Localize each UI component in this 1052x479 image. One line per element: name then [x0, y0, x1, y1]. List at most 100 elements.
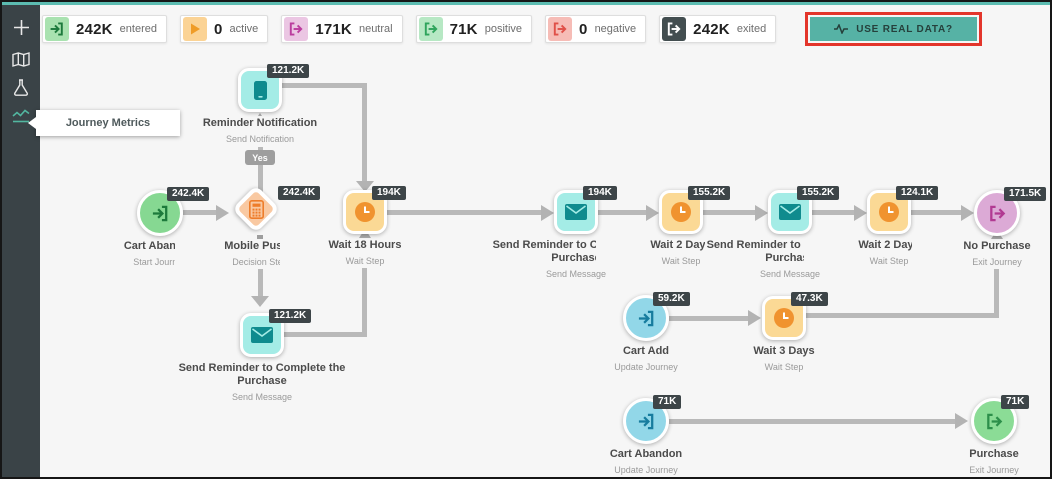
node-subtitle: Wait Step: [764, 362, 804, 373]
use-real-data-button[interactable]: USE REAL DATA?: [810, 17, 977, 41]
node-count-badge: 194K: [372, 186, 406, 200]
connector-segment: [387, 210, 541, 215]
sidebar: [2, 2, 40, 477]
connector-segment: [806, 313, 999, 318]
node-subtitle: Update Journey: [614, 465, 678, 476]
stat-value: 0: [213, 20, 223, 38]
connector-segment: [911, 210, 961, 215]
stat-chip-neutral: 171K neutral: [281, 15, 403, 43]
stat-label: entered: [119, 23, 157, 35]
journey-stats-bar: 242K entered 0 active 171K neutral 71K p…: [42, 12, 982, 46]
connector-segment: [598, 210, 646, 215]
envelope-icon: [779, 204, 801, 220]
exit-icon: [988, 204, 1007, 223]
node-labels: Wait 3 Days Wait Step: [699, 344, 869, 375]
stat-value: 171K: [315, 20, 352, 38]
calculator-icon: [243, 196, 269, 222]
node-subtitle: Exit Journey: [972, 257, 1022, 268]
use-real-data-label: USE REAL DATA?: [856, 23, 953, 35]
node-title: Mobile Push?: [224, 240, 296, 252]
stat-chip-entered: 242K entered: [42, 15, 167, 43]
wait-node[interactable]: [867, 190, 911, 234]
pulse-icon: [834, 24, 849, 34]
sidebar-item-test[interactable]: [2, 74, 40, 100]
connector-arrow: [955, 413, 968, 429]
neutral-exit-icon: [284, 17, 309, 41]
decision-node[interactable]: [231, 184, 281, 234]
node-count-badge: 121.2K: [269, 309, 312, 323]
node-count-badge: 242.4K: [167, 187, 210, 201]
node-subtitle: Send Message: [759, 269, 821, 280]
node-title: Send Reminder to Complete the Purchase: [178, 362, 346, 388]
connector-segment: [282, 83, 367, 88]
wait-node[interactable]: [762, 296, 806, 340]
node-subtitle: Exit Journey: [969, 465, 1019, 476]
clock-icon: [878, 201, 900, 223]
connector-arrow: [646, 205, 659, 221]
add-button[interactable]: [2, 14, 40, 40]
node-subtitle: Decision Step: [232, 257, 288, 268]
yes-path-badge: Yes: [245, 150, 275, 165]
connector-arrow: [356, 181, 374, 192]
flask-icon: [13, 78, 29, 96]
node-title: Wait 2 Days: [650, 239, 712, 251]
connector-stub: [257, 235, 263, 241]
node-labels: Wait 18 Hours Wait Step: [280, 238, 450, 269]
node-count-badge: 71K: [653, 395, 682, 409]
stat-label: negative: [594, 23, 637, 35]
clock-icon: [773, 307, 795, 329]
connector-segment: [812, 210, 854, 215]
map-icon: [12, 51, 30, 67]
journey-metrics-chart-icon: [12, 108, 30, 123]
connector-arrow: [748, 310, 761, 326]
node-subtitle: Wait Step: [661, 256, 701, 267]
connector-segment: [669, 316, 748, 321]
clock-icon: [670, 201, 692, 223]
connector-arrow: [251, 296, 269, 307]
update-journey-node[interactable]: [623, 398, 669, 444]
node-count-badge: 121.2K: [267, 64, 310, 78]
active-icon: [182, 17, 207, 41]
node-count-badge: 155.2K: [797, 186, 840, 200]
stat-value: 0: [579, 20, 588, 38]
sidebar-item-journey-metrics[interactable]: [2, 102, 40, 128]
exited-icon: [662, 17, 687, 41]
top-accent-line: [2, 2, 1050, 5]
stat-chip-exited: 242K exited: [659, 15, 777, 43]
stat-label: positive: [484, 23, 523, 35]
connector-arrow: [854, 205, 867, 221]
node-count-badge: 242.4K: [278, 186, 321, 200]
tooltip-pointer: [28, 117, 36, 129]
connector-arrow: [541, 205, 554, 221]
node-subtitle: Update Journey: [614, 362, 678, 373]
node-count-badge: 194K: [583, 186, 617, 200]
node-title: Cart Add: [622, 345, 670, 357]
stat-chip-positive: 71K positive: [415, 15, 533, 43]
node-title: Wait 3 Days: [753, 345, 815, 357]
connector-segment: [183, 210, 216, 215]
envelope-icon: [565, 204, 587, 220]
node-subtitle: Wait Step: [869, 256, 909, 267]
node-count-badge: 47.3K: [791, 292, 828, 306]
node-subtitle: Start Journey: [133, 257, 187, 268]
tooltip-label: Journey Metrics: [65, 117, 151, 129]
clock-icon: [354, 201, 376, 223]
node-labels: Reminder Notification Send Notification: [175, 116, 345, 147]
connector-segment: [258, 147, 263, 192]
node-count-badge: 59.2K: [653, 292, 690, 306]
connector-arrow: [961, 205, 974, 221]
stat-label: exited: [736, 23, 767, 35]
node-title: Reminder Notification: [202, 117, 318, 129]
connector-arrow: [755, 205, 768, 221]
sidebar-item-map[interactable]: [2, 46, 40, 72]
node-labels: Purchase Exit Journey: [909, 447, 1050, 477]
connector-segment: [258, 268, 263, 298]
node-subtitle: Send Message: [231, 392, 293, 403]
stat-chip-active: 0 active: [179, 15, 269, 43]
phone-icon: [253, 80, 267, 100]
connector-segment: [703, 210, 755, 215]
entered-icon: [45, 17, 69, 41]
stat-chip-negative: 0 negative: [545, 15, 647, 43]
